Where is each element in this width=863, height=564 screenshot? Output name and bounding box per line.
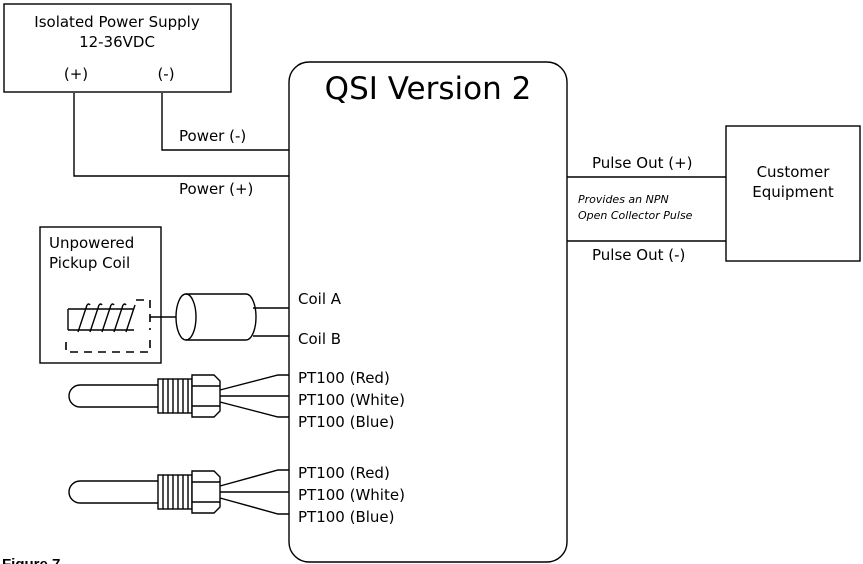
probe-2-leads (219, 469, 289, 515)
power-supply-box (3, 3, 232, 93)
pulse-out-plus-label: Pulse Out (+) (592, 154, 693, 172)
cable-body (186, 293, 257, 341)
customer-equipment-block: Customer Equipment (725, 125, 861, 262)
pulse-note-line1: Provides an NPN (578, 193, 669, 206)
pickup-coil-box (39, 226, 162, 364)
qsi-main-block: QSI Version 2 (288, 61, 568, 563)
pt100-probe-1 (68, 374, 289, 418)
coil-winding-icon (67, 303, 136, 333)
pickup-coil-line1: Unpowered (49, 234, 134, 252)
qsi-main-box (288, 61, 568, 563)
sensor-2-red-label: PT100 (Red) (298, 464, 390, 482)
power-minus-label: Power (-) (179, 127, 246, 145)
probe-1-leads (219, 374, 289, 418)
power-supply-plus-terminal: (+) (64, 65, 88, 83)
probe-1-sheath (68, 384, 158, 408)
customer-equipment-line1: Customer (757, 163, 831, 181)
power-minus-wire (161, 93, 289, 151)
pickup-coil-line2: Pickup Coil (49, 254, 130, 272)
probe-2-nut (191, 470, 221, 514)
sensor-2-blue-label: PT100 (Blue) (298, 508, 395, 526)
pulse-note-line2: Open Collector Pulse (578, 209, 693, 222)
figure-label: Figure 7 (2, 556, 60, 564)
sensor-2-white-label: PT100 (White) (298, 486, 405, 504)
power-supply-voltage: 12-36VDC (79, 33, 155, 51)
power-plus-label: Power (+) (179, 180, 253, 198)
power-supply-minus-terminal: (-) (157, 65, 174, 83)
power-supply-block: Isolated Power Supply 12-36VDC (+) (-) (3, 3, 232, 93)
power-plus-wire (73, 93, 289, 177)
power-supply-title: Isolated Power Supply (34, 13, 200, 31)
coil-b-label: Coil B (298, 330, 341, 348)
customer-equipment-box (725, 125, 861, 262)
qsi-title: QSI Version 2 (325, 71, 532, 107)
sensor-1-white-label: PT100 (White) (298, 391, 405, 409)
customer-equipment-line2: Equipment (752, 183, 834, 201)
cable-end-ellipse (175, 293, 197, 341)
coil-a-label: Coil A (298, 290, 342, 308)
probe-2-sheath (68, 480, 158, 504)
probe-1-nut (191, 374, 221, 418)
pulse-out-minus-label: Pulse Out (-) (592, 246, 685, 264)
sensor-1-red-label: PT100 (Red) (298, 369, 390, 387)
sensor-1-blue-label: PT100 (Blue) (298, 413, 395, 431)
coil-lead-dashed (65, 299, 151, 353)
pt100-probe-2 (68, 469, 289, 515)
shielded-cable (150, 293, 289, 341)
pickup-coil-block: Unpowered Pickup Coil (39, 226, 162, 364)
